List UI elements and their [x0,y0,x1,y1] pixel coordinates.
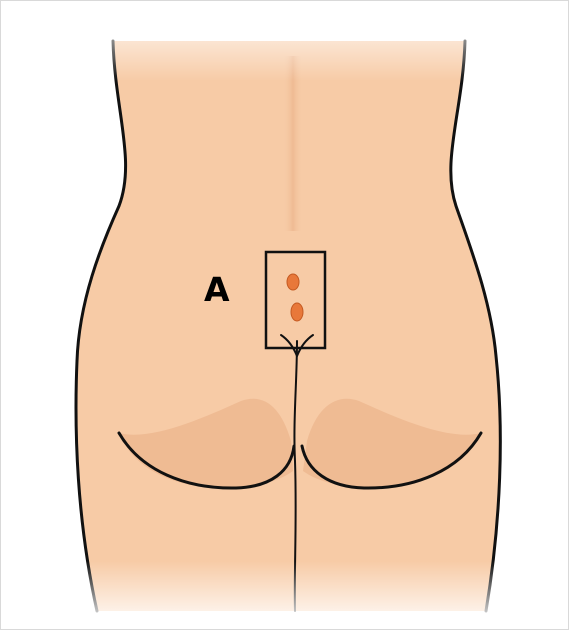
pit-marker-upper [287,274,299,290]
bottom-fade [1,561,568,629]
top-fade [1,1,568,81]
spine-groove [283,56,303,231]
region-label: A [204,273,230,306]
pit-marker-lower [291,303,303,321]
